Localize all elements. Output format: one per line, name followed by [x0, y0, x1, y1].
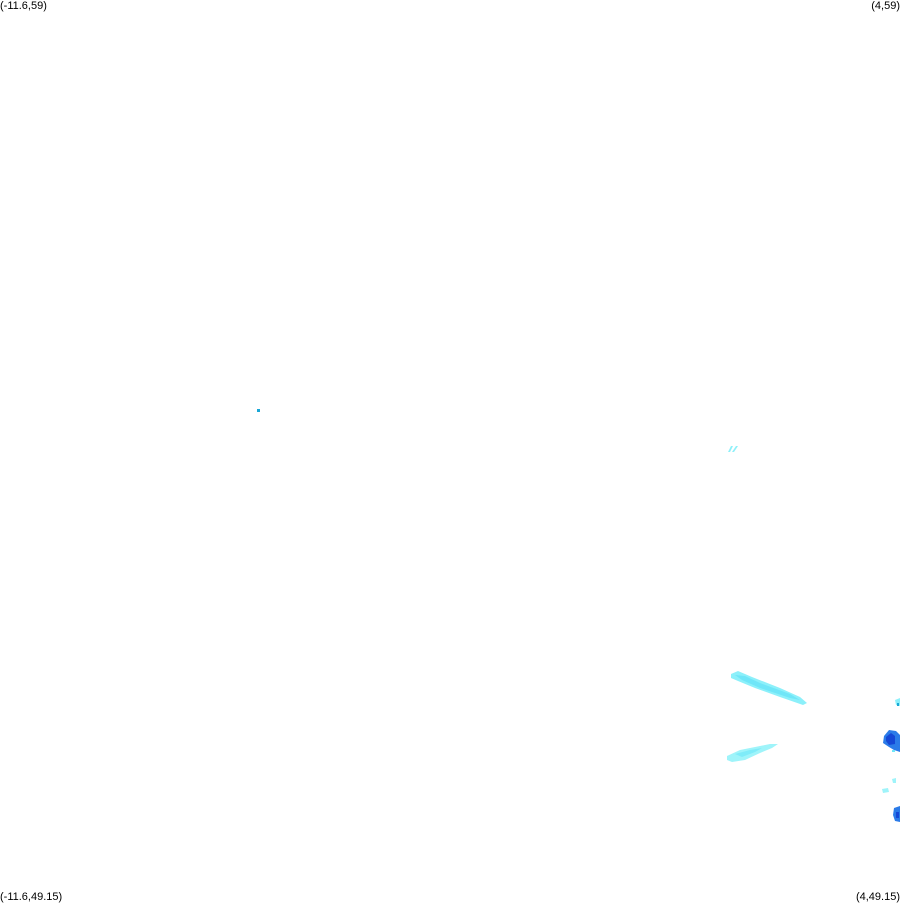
corner-label-top-right: (4,59)	[871, 0, 900, 12]
precip-cell-small	[728, 446, 738, 452]
precip-band-lower-core	[735, 748, 762, 757]
precip-band-upper-core	[735, 675, 800, 700]
precip-cell-edge-small-b	[882, 788, 889, 793]
corner-label-top-left: (-11.6,59)	[0, 0, 47, 12]
precip-cell-edge-mid-fleck	[892, 750, 895, 752]
corner-label-bottom-left: (-11.6,49.15)	[0, 891, 63, 903]
precip-cell-edge-top-core	[897, 703, 899, 706]
precip-cell-edge-small-a	[892, 778, 896, 783]
precip-cell-dot	[257, 409, 260, 412]
precip-band-lower	[727, 744, 778, 762]
precip-cell-edge-mid-core	[886, 733, 895, 745]
corner-label-bottom-right: (4,49.15)	[855, 891, 900, 903]
precip-cell-edge-low-core	[896, 812, 899, 818]
